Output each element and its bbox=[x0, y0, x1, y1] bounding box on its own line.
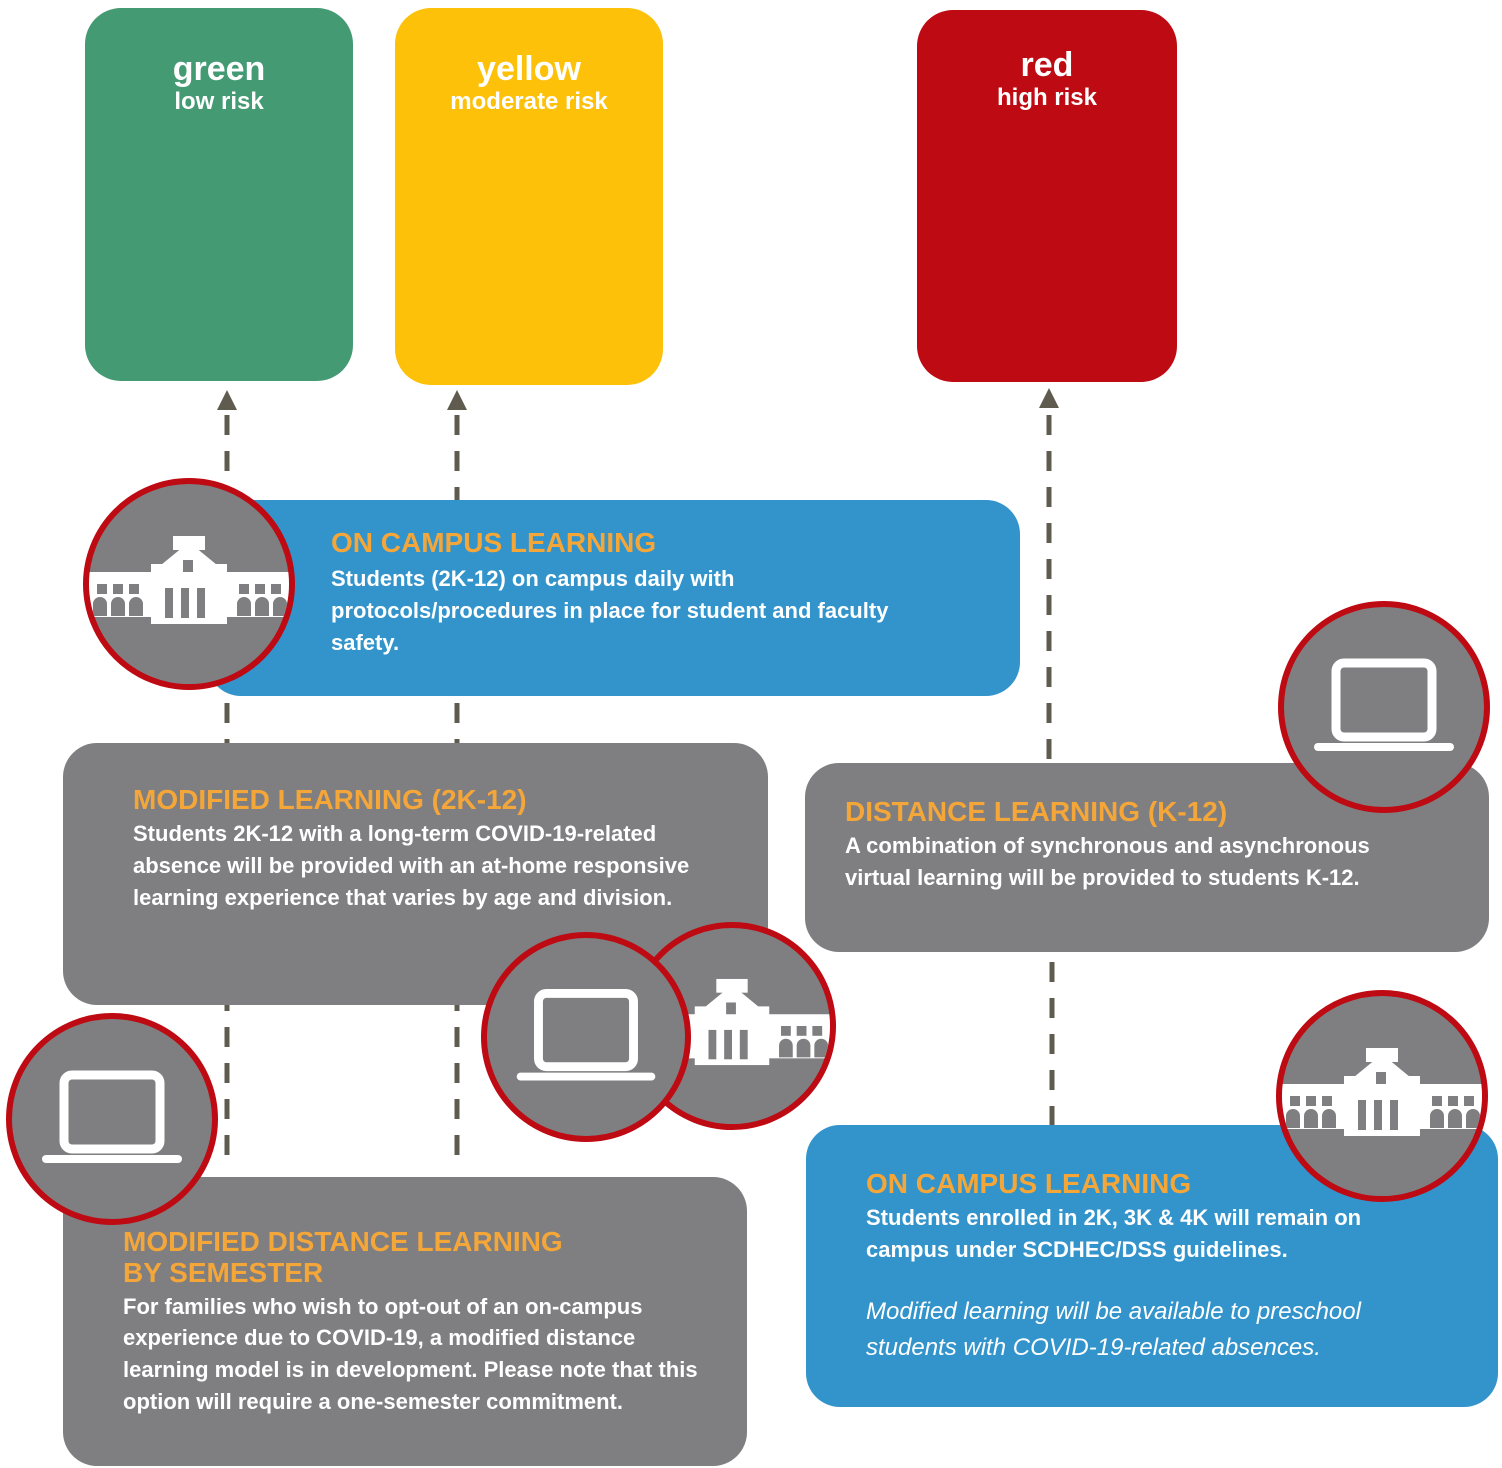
card-note: Modified learning will be available to p… bbox=[866, 1297, 1361, 1361]
arrow-head-icon bbox=[1039, 388, 1059, 408]
card-title: MODIFIED LEARNING (2K-12) bbox=[133, 784, 527, 815]
card-title: ON CAMPUS LEARNING bbox=[866, 1168, 1192, 1199]
card-body: For families who wish to opt-out of an o… bbox=[123, 1293, 698, 1415]
risk-box-yellow: yellow moderate risk bbox=[395, 8, 663, 385]
risk-box-red: red high risk bbox=[917, 10, 1177, 382]
school-building-icon bbox=[1276, 990, 1488, 1202]
card-body: A combination of synchronous and asynchr… bbox=[845, 832, 1370, 890]
card-title-line2: BY SEMESTER bbox=[123, 1256, 324, 1288]
card-body: Students 2K-12 with a long-term COVID-19… bbox=[133, 820, 690, 910]
card-title: ON CAMPUS LEARNING bbox=[331, 527, 657, 558]
risk-box-green: green low risk bbox=[85, 8, 353, 381]
arrow-head-icon bbox=[447, 390, 467, 410]
laptop-icon bbox=[481, 932, 691, 1142]
risk-name: green bbox=[172, 50, 266, 88]
on-campus-card-top: ON CAMPUS LEARNING Students (2K-12) on c… bbox=[207, 500, 1020, 696]
card-body: Students (2K-12) on campus daily with pr… bbox=[331, 565, 889, 655]
card-body: Students enrolled in 2K, 3K & 4K will re… bbox=[866, 1204, 1362, 1262]
risk-subtitle: high risk bbox=[996, 84, 1098, 111]
risk-subtitle: low risk bbox=[174, 88, 264, 115]
laptop-icon bbox=[1278, 601, 1490, 813]
risk-name: yellow bbox=[477, 50, 581, 88]
on-campus-card-bottom: ON CAMPUS LEARNING Students enrolled in … bbox=[806, 1125, 1498, 1407]
modified-distance-card: MODIFIED DISTANCE LEARNING BY SEMESTER F… bbox=[63, 1177, 747, 1466]
risk-subtitle: moderate risk bbox=[450, 88, 608, 115]
card-title: DISTANCE LEARNING (K-12) bbox=[845, 796, 1228, 827]
laptop-icon bbox=[6, 1013, 218, 1225]
arrow-head-icon bbox=[217, 390, 237, 410]
risk-name: red bbox=[1020, 46, 1074, 84]
card-title-line1: MODIFIED DISTANCE LEARNING bbox=[123, 1226, 563, 1257]
modified-learning-card: MODIFIED LEARNING (2K-12) Students 2K-12… bbox=[63, 743, 768, 1005]
school-building-icon bbox=[83, 478, 295, 690]
